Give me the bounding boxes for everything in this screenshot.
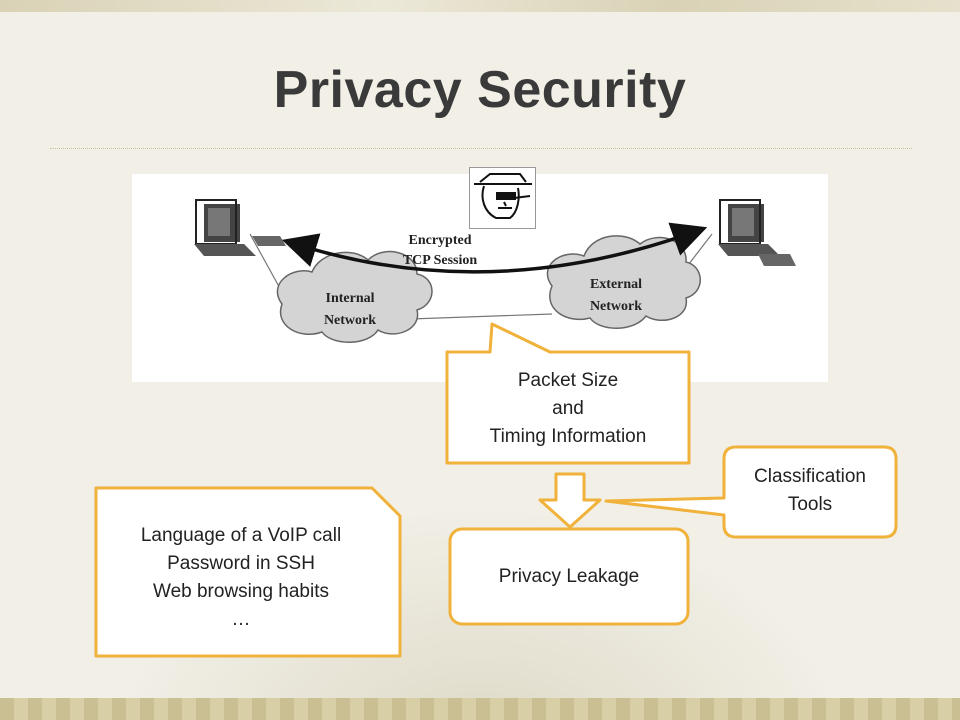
internal-network-cloud: Internal Network [276, 250, 433, 343]
classification-callout-shape [604, 445, 898, 539]
packet-line-2: and [552, 398, 584, 419]
encrypted-label-1: Encrypted [409, 233, 472, 248]
classification-callout-text: Classification Tools [724, 463, 896, 519]
example-line-4: … [231, 609, 251, 630]
bottom-decorative-band [0, 698, 960, 720]
slide-title: Privacy Security [273, 61, 687, 119]
external-network-label-1: External [590, 277, 642, 292]
external-network-label-2: Network [590, 299, 642, 314]
title-divider [50, 148, 912, 149]
top-decorative-band [0, 0, 960, 12]
example-line-3: Web browsing habits [152, 581, 330, 602]
down-arrow [538, 472, 602, 529]
example-line-1: Language of a VoIP call [140, 525, 342, 546]
classification-line-2: Tools [787, 494, 833, 515]
example-line-2: Password in SSH [167, 553, 315, 574]
internal-network-label-1: Internal [326, 291, 375, 306]
packet-line-1: Packet Size [517, 370, 619, 391]
right-computer-icon [718, 199, 796, 266]
packet-callout-text: Packet Size and Timing Information [447, 367, 689, 451]
privacy-leakage-box-shape [448, 527, 690, 626]
privacy-leakage-label: Privacy Leakage [498, 566, 640, 587]
internal-network-label-2: Network [324, 313, 376, 328]
examples-text: Language of a VoIP call Password in SSH … [96, 522, 386, 634]
packet-line-3: Timing Information [489, 426, 647, 447]
classification-line-1: Classification [754, 466, 866, 487]
spy-image [469, 167, 536, 229]
encrypted-session-arrow [281, 222, 708, 274]
packet-callout-shape [445, 322, 691, 465]
encrypted-label-2: TCP Session [403, 253, 478, 268]
examples-note-shape [94, 486, 402, 658]
left-computer-icon [194, 199, 286, 256]
